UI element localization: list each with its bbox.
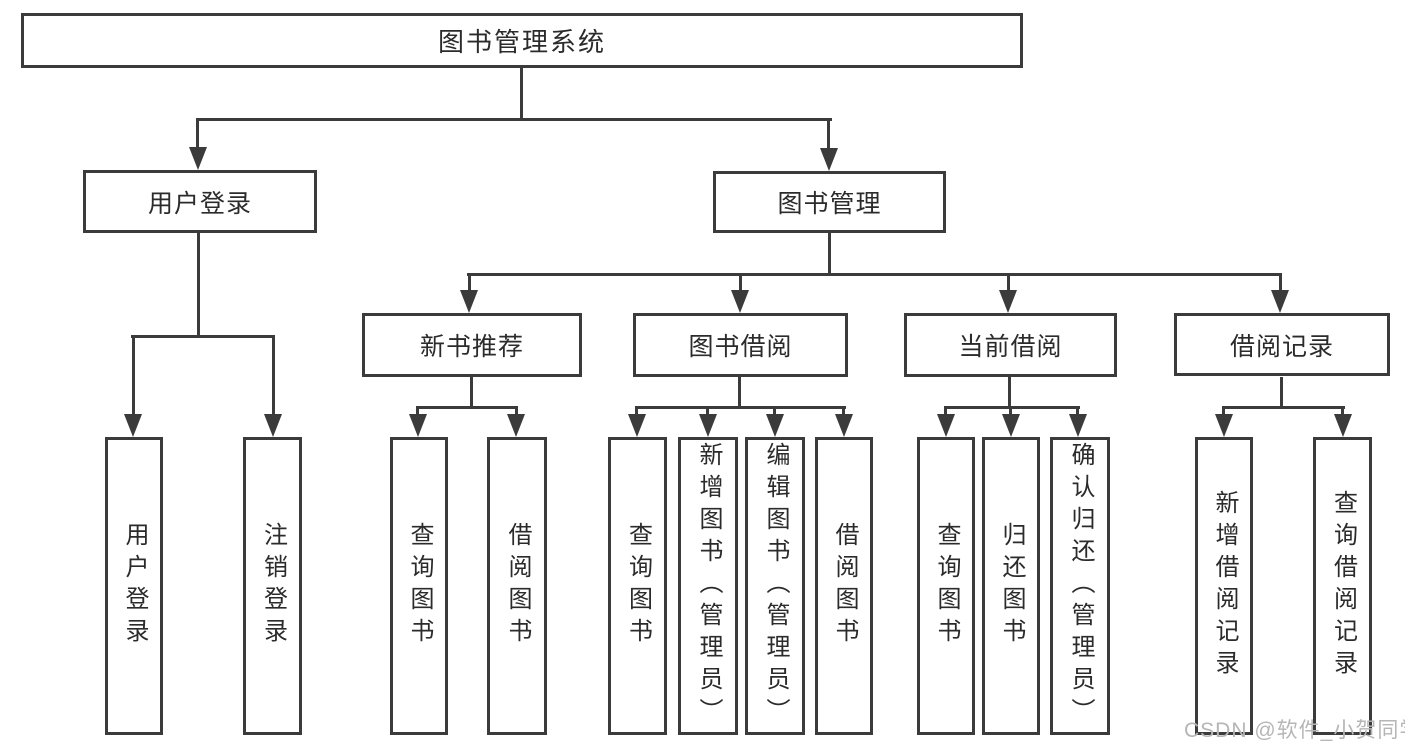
leaf-nbr-borrow-books-label: 借阅图书 (504, 522, 531, 650)
connector-book-mgmt-stem (828, 233, 831, 275)
connector-new-book-rec-stem (470, 377, 473, 408)
connector-drop-bb-add (706, 406, 709, 417)
leaf-nbr-query-books: 查询图书 (390, 437, 448, 735)
connector-drop-borrow-records (1279, 273, 1282, 293)
leaf-cb-confirm-return-admin: 确认归还（管理员） (1050, 437, 1110, 735)
node-root-label: 图书管理系统 (437, 27, 606, 57)
leaf-br-query-record-label: 查询借阅记录 (1329, 490, 1357, 682)
connector-drop-leaf-logout (272, 335, 275, 416)
arrowhead-bb-query-icon (628, 414, 646, 437)
connector-drop-br-add (1222, 406, 1225, 417)
arrowhead-leaf-login-icon (124, 414, 142, 437)
leaf-bb-query-books: 查询图书 (608, 437, 667, 735)
connector-current-borrow-stem (1008, 377, 1011, 408)
leaf-user-login-label: 用户登录 (121, 522, 148, 650)
connector-root-splitter (196, 118, 832, 121)
connector-drop-nbr-borrow (515, 406, 518, 417)
leaf-logout: 注销登录 (243, 437, 302, 735)
arrowhead-br-add-icon (1215, 414, 1233, 437)
leaf-cb-confirm-return-admin-label: 确认归还（管理员） (1067, 442, 1094, 730)
connector-user-login-stem (197, 233, 200, 337)
leaf-bb-edit-books-admin: 编辑图书（管理员） (745, 437, 805, 735)
leaf-br-query-record: 查询借阅记录 (1313, 437, 1372, 735)
leaf-cb-query-books: 查询图书 (917, 437, 975, 735)
node-book-borrow-label: 图书借阅 (688, 333, 793, 361)
leaf-br-add-record-label: 新增借阅记录 (1211, 490, 1238, 682)
node-book-borrow: 图书借阅 (633, 313, 848, 377)
arrowhead-leaf-logout-icon (264, 414, 282, 437)
arrowhead-borrow-records-icon (1271, 290, 1289, 313)
arrowhead-bb-borrow-icon (835, 414, 853, 437)
connector-drop-nbr-query (416, 406, 419, 417)
leaf-cb-return-books: 归还图书 (982, 437, 1040, 735)
arrowhead-current-borrow-icon (999, 290, 1017, 313)
node-book-mgmt: 图书管理 (713, 171, 946, 233)
node-root: 图书管理系统 (21, 13, 1023, 68)
leaf-nbr-query-books-label: 查询图书 (406, 522, 433, 650)
csdn-watermark: CSDN @软件_小贺同学 (1184, 719, 1405, 742)
arrowhead-book-borrow-icon (731, 290, 749, 313)
connector-drop-current-borrow (1007, 273, 1010, 293)
connector-drop-user-login (196, 118, 199, 150)
leaf-cb-query-books-label: 查询图书 (933, 522, 960, 650)
connector-borrow-records-splitter (1222, 406, 1345, 409)
connector-new-book-rec-splitter (416, 406, 518, 409)
leaf-logout-label: 注销登录 (259, 522, 287, 650)
arrowhead-nbr-query-icon (409, 414, 427, 437)
connector-drop-cb-return (1009, 406, 1012, 417)
arrowhead-cb-query-icon (937, 414, 955, 437)
arrowhead-user-login-icon (189, 147, 207, 170)
arrowhead-br-query-icon (1334, 414, 1352, 437)
connector-drop-br-query (1341, 406, 1344, 417)
node-borrow-records: 借阅记录 (1174, 313, 1390, 376)
arrowhead-cb-confirm-icon (1069, 414, 1087, 437)
leaf-bb-edit-books-admin-label: 编辑图书（管理员） (762, 442, 789, 730)
leaf-br-add-record: 新增借阅记录 (1195, 437, 1253, 735)
connector-drop-bb-edit (773, 406, 776, 417)
arrowhead-new-book-rec-icon (460, 290, 478, 313)
arrowhead-nbr-borrow-icon (507, 414, 525, 437)
node-user-login-label: 用户登录 (147, 189, 252, 218)
connector-drop-cb-query (944, 406, 947, 417)
connector-drop-book-mgmt (827, 118, 830, 150)
node-book-mgmt-label: 图书管理 (777, 190, 882, 218)
node-borrow-records-label: 借阅记录 (1229, 332, 1334, 361)
connector-book-borrow-stem (738, 377, 741, 408)
connector-root-stem (520, 68, 523, 121)
connector-book-mgmt-splitter (467, 273, 1282, 276)
leaf-bb-add-books-admin: 新增图书（管理员） (678, 437, 738, 735)
leaf-bb-borrow-books-label: 借阅图书 (831, 522, 858, 650)
node-new-book-rec-label: 新书推荐 (419, 333, 524, 361)
leaf-bb-borrow-books: 借阅图书 (815, 437, 873, 735)
leaf-nbr-borrow-books: 借阅图书 (487, 437, 547, 735)
connector-current-borrow-splitter (944, 406, 1080, 409)
node-new-book-rec: 新书推荐 (362, 313, 582, 377)
arrowhead-bb-edit-icon (766, 414, 784, 437)
connector-borrow-records-stem (1280, 377, 1283, 408)
connector-drop-leaf-login (132, 335, 135, 416)
arrowhead-cb-return-icon (1002, 414, 1020, 437)
connector-drop-bb-borrow (842, 406, 845, 417)
node-user-login: 用户登录 (83, 170, 317, 233)
node-current-borrow-label: 当前借阅 (958, 333, 1063, 361)
arrowhead-book-mgmt-icon (820, 148, 838, 171)
arrowhead-bb-add-icon (699, 414, 717, 437)
leaf-bb-add-books-admin-label: 新增图书（管理员） (695, 442, 722, 730)
connector-drop-bb-query (635, 406, 638, 417)
leaf-cb-return-books-label: 归还图书 (998, 522, 1025, 650)
node-current-borrow: 当前借阅 (904, 313, 1117, 377)
connector-user-login-splitter (131, 335, 275, 338)
connector-drop-new-book-rec (468, 273, 471, 293)
leaf-user-login: 用户登录 (105, 437, 163, 735)
connector-book-borrow-splitter (635, 406, 846, 409)
connector-drop-book-borrow (739, 273, 742, 293)
connector-drop-cb-confirm (1076, 406, 1079, 417)
leaf-bb-query-books-label: 查询图书 (624, 522, 652, 650)
